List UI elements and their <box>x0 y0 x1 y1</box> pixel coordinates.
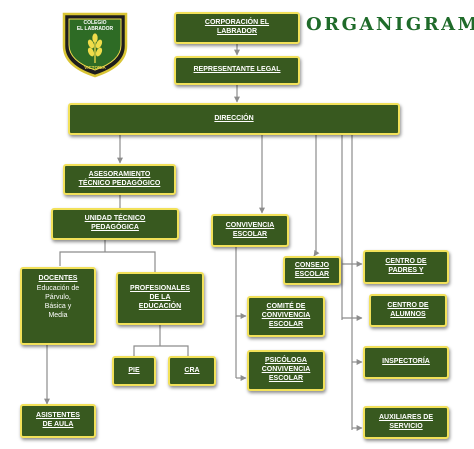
node-representante-label: REPRESENTANTE LEGAL <box>193 66 281 74</box>
node-docentes: DOCENTES Educación de Párvulo, Básica y … <box>20 267 96 345</box>
node-asistentes: ASISTENTES DE AULA <box>20 404 96 438</box>
node-comite-label: COMITÉ DE CONVIVENCIA ESCOLAR <box>261 303 311 328</box>
node-direccion-label: DIRECCIÓN <box>214 114 254 122</box>
node-asesoramiento: ASESORAMIENTO TÉCNICO PEDAGÓGICO <box>63 164 176 195</box>
node-psicologa: PSICÓLOGA CONVIVENCIA ESCOLAR <box>247 350 325 391</box>
node-cra-label: CRA <box>184 366 200 374</box>
node-psicologa-label: PSICÓLOGA CONVIVENCIA ESCOLAR <box>261 357 311 382</box>
node-asistentes-label: ASISTENTES DE AULA <box>36 412 80 428</box>
node-profesionales: PROFESIONALES DE LA EDUCACIÓN <box>116 272 204 325</box>
node-utp: UNIDAD TÉCNICO PEDAGÓGICA <box>51 208 179 240</box>
page-title: ORGANIGRAMA <box>306 14 474 35</box>
node-corporacion-label: CORPORACIÓN EL LABRADOR <box>204 19 270 35</box>
node-pie-label: PIE <box>128 366 140 374</box>
node-docentes-label: DOCENTES <box>38 275 78 282</box>
connector-direccion-consejo <box>313 135 320 257</box>
node-auxiliares-label: AUXILIARES DE SERVICIO <box>378 413 434 430</box>
node-centro-padres-label: CENTRO DE PADRES Y <box>385 258 427 274</box>
logo-bottom-text: VICTORIA <box>84 65 106 70</box>
node-docentes-subtitle: Educación de Párvulo, Básica y Media <box>36 284 80 320</box>
node-cra: CRA <box>168 356 216 386</box>
node-corporacion: CORPORACIÓN EL LABRADOR <box>174 12 300 44</box>
connector-profesionales-pie-cra <box>133 345 189 356</box>
node-convivencia: CONVIVENCIA ESCOLAR <box>211 214 289 247</box>
node-utp-label: UNIDAD TÉCNICO PEDAGÓGICA <box>84 215 146 231</box>
node-centro-alumnos-label: CENTRO DE ALUMNOS <box>387 301 429 318</box>
node-direccion: DIRECCIÓN <box>68 103 400 135</box>
node-convivencia-label: CONVIVENCIA ESCOLAR <box>225 221 275 238</box>
node-consejo-label: CONSEJO ESCOLAR <box>294 261 330 278</box>
connector-utp-branches <box>59 251 156 272</box>
node-inspectoria-label: INSPECTORÍA <box>382 358 430 366</box>
node-asesoramiento-label: ASESORAMIENTO TÉCNICO PEDAGÓGICO <box>78 170 161 187</box>
logo-top-text-2: EL LABRADOR <box>77 26 114 32</box>
node-auxiliares: AUXILIARES DE SERVICIO <box>363 406 449 439</box>
node-profesionales-label: PROFESIONALES DE LA EDUCACIÓN <box>130 285 190 310</box>
node-centro-alumnos: CENTRO DE ALUMNOS <box>369 294 447 327</box>
node-comite: COMITÉ DE CONVIVENCIA ESCOLAR <box>247 296 325 337</box>
node-representante: REPRESENTANTE LEGAL <box>174 56 300 85</box>
connector-convivencia-comite <box>235 247 247 319</box>
school-logo: COLEGIO EL LABRADOR VICTORIA <box>62 12 128 78</box>
logo-top-text: COLEGIO <box>83 20 106 26</box>
node-consejo: CONSEJO ESCOLAR <box>283 256 341 285</box>
node-centro-padres: CENTRO DE PADRES Y <box>363 250 449 284</box>
node-pie: PIE <box>112 356 156 386</box>
node-inspectoria: INSPECTORÍA <box>363 346 449 379</box>
